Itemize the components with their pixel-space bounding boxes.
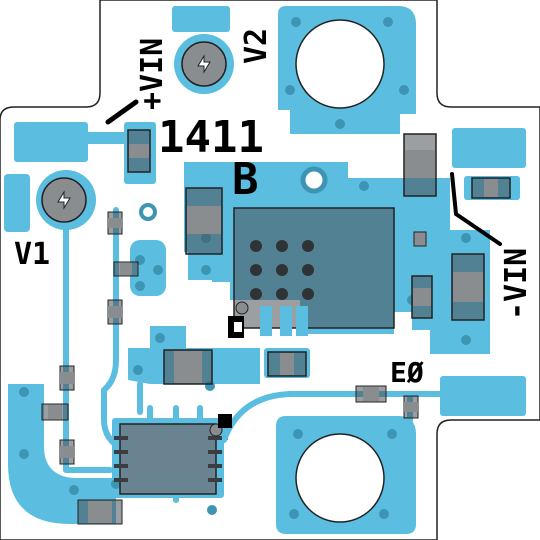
pin1-indicator (228, 316, 244, 338)
via (335, 119, 345, 129)
via (387, 429, 397, 439)
silk-vin-pos-line (105, 99, 139, 125)
vin-pos-trace (86, 132, 132, 144)
vin-pos-pad (14, 122, 88, 162)
label-vin-neg: -VIN (499, 248, 534, 320)
trace-v1-down (63, 227, 113, 473)
vin-neg-pad (452, 128, 526, 168)
via (133, 365, 143, 375)
pin1-marker (235, 301, 249, 315)
label-part-number: 1411 (158, 112, 264, 163)
via (207, 505, 217, 515)
via (293, 429, 303, 439)
v1-pad (4, 174, 30, 232)
via (153, 265, 163, 275)
ic-marker (218, 414, 232, 428)
label-revision: B (232, 154, 259, 205)
silk-vin-neg-line (450, 172, 502, 246)
via-large (300, 166, 328, 194)
v2-pad-left (172, 6, 230, 32)
mounting-hole-bottom (295, 433, 385, 523)
trace-left-column (101, 207, 127, 453)
via (19, 387, 29, 397)
via (399, 85, 409, 95)
via (383, 17, 393, 27)
via (461, 233, 471, 243)
ic-pins (114, 436, 222, 482)
via (291, 17, 301, 27)
via-large (139, 203, 157, 221)
resistor-column (41, 211, 123, 525)
v2-potentiometer (181, 41, 227, 87)
label-e0: EØ (390, 356, 424, 389)
controller-ic (119, 423, 217, 495)
via (69, 485, 79, 495)
power-module-pads (250, 240, 314, 300)
via (19, 449, 29, 459)
via (359, 181, 369, 191)
mounting-holes (295, 19, 385, 523)
mounting-hole-top (295, 19, 385, 109)
label-v1: V1 (14, 237, 50, 272)
v1-potentiometer (41, 177, 87, 223)
e0-pad (440, 376, 526, 416)
components (41, 129, 511, 525)
copper-pour-bottom-left (8, 384, 116, 524)
via (289, 509, 299, 519)
via (379, 509, 389, 519)
label-v2: V2 (239, 28, 274, 64)
via (285, 85, 295, 95)
via (201, 265, 211, 275)
via (135, 281, 145, 291)
via (155, 333, 165, 343)
label-vin-pos: +VIN (135, 38, 170, 110)
via (461, 335, 471, 345)
trace-ic-to-e0 (221, 391, 443, 443)
resistor-r-top-right (413, 231, 427, 247)
